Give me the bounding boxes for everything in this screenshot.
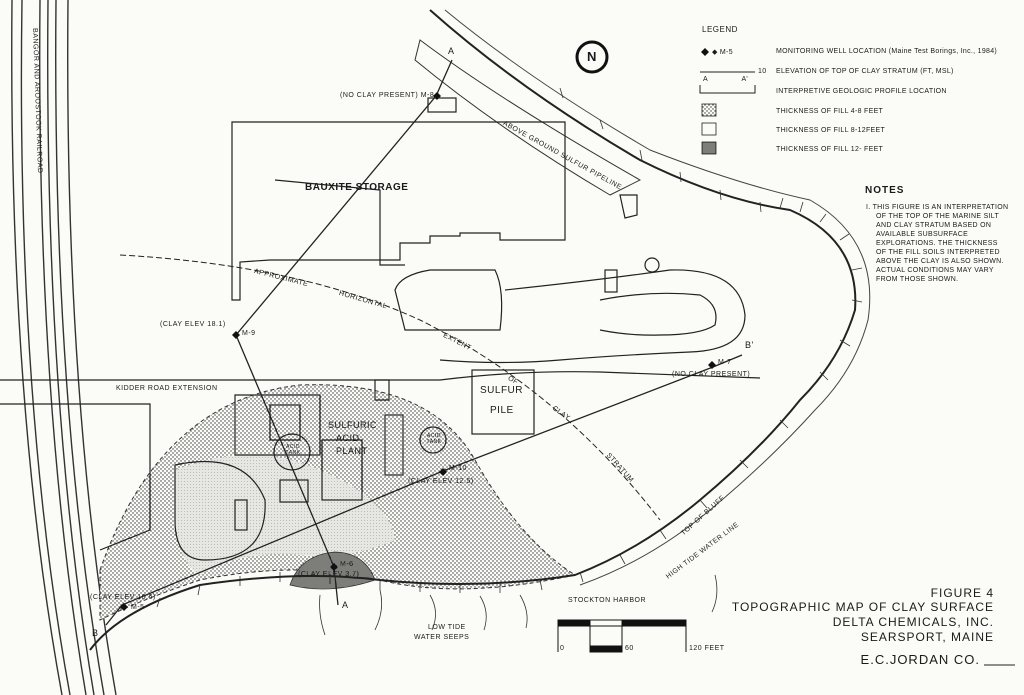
bauxite-storage-outline bbox=[231, 121, 566, 301]
notes-line: I. THIS FIGURE IS AN INTERPRETATION bbox=[866, 204, 1009, 211]
figure-location: SEARSPORT, MAINE bbox=[860, 630, 994, 644]
water-seeps bbox=[319, 574, 718, 636]
notes-text: I. THIS FIGURE IS AN INTERPRETATION OF T… bbox=[866, 203, 1008, 284]
acid-tank-label-2: ACID TANK bbox=[426, 433, 442, 445]
storage-inset bbox=[394, 269, 503, 331]
legend-item-fill-4-8: THICKNESS OF FILL 4-8 FEET bbox=[776, 108, 884, 115]
well-m6 bbox=[330, 563, 338, 571]
acid-plant-inner bbox=[269, 404, 301, 441]
seeps-label-2: WATER SEEPS bbox=[414, 634, 470, 641]
scale-120: 120 FEET bbox=[689, 645, 725, 652]
notes-line: OF THE FILL SOILS INTERPRETED bbox=[876, 249, 1000, 256]
fill-zone-12ft bbox=[289, 551, 376, 590]
sulfur-pile-label-2: PILE bbox=[490, 405, 514, 416]
acid-tank-label-1: ACID TANK bbox=[285, 444, 301, 456]
figure-title: TOPOGRAPHIC MAP OF CLAY SURFACE bbox=[731, 600, 994, 614]
scale-0: 0 bbox=[560, 645, 565, 652]
well-m7-id: M-7 bbox=[718, 359, 732, 366]
figure-number: FIGURE 4 bbox=[930, 586, 994, 600]
legend-swatch-8-12 bbox=[701, 122, 717, 136]
legend-item-well: MONITORING WELL LOCATION (Maine Test Bor… bbox=[776, 48, 998, 55]
tank-farm bbox=[174, 461, 266, 561]
well-m10-label: (CLAY ELEV 12.5) bbox=[408, 478, 474, 485]
loop-road bbox=[439, 269, 746, 364]
firm-name: E.C.JORDAN CO. bbox=[856, 652, 984, 667]
legend-swatch-4-8 bbox=[701, 103, 717, 117]
sulfuric-acid-label-1: SULFURIC bbox=[328, 420, 378, 430]
figure-client: DELTA CHEMICALS, INC. bbox=[832, 615, 994, 629]
well-m5 bbox=[120, 603, 128, 611]
bluff-hatch bbox=[156, 87, 863, 608]
loop-inner bbox=[599, 292, 717, 336]
notes-line: EXPLORATIONS. THE THICKNESS bbox=[876, 240, 998, 247]
legend-item-fill-8-12: THICKNESS OF FILL 8-12FEET bbox=[776, 127, 886, 134]
legend-symbol-profile: A A' bbox=[703, 76, 749, 83]
well-m5-elev: (CLAY ELEV 10.6) bbox=[90, 594, 156, 601]
legend-swatch-12 bbox=[701, 141, 717, 155]
site-outlines bbox=[0, 97, 761, 561]
sulfuric-acid-label-3: PLANT bbox=[336, 446, 368, 456]
notes-line: AND CLAY STRATUM BASED ON bbox=[876, 222, 992, 229]
stockton-harbor-label: STOCKTON HARBOR bbox=[568, 597, 647, 604]
well-m6-id: M-6 bbox=[340, 561, 354, 568]
scale-60: 60 bbox=[625, 645, 634, 652]
north-arrow-label: N bbox=[587, 49, 597, 64]
fill-zone-8-12ft bbox=[174, 455, 395, 575]
profile-a-top: A bbox=[448, 46, 455, 56]
profile-b-prime: B' bbox=[745, 340, 754, 350]
notes-line: ABOVE THE CLAY IS ALSO SHOWN. bbox=[876, 258, 1004, 265]
well-m10-id: M-10 bbox=[449, 465, 467, 472]
well-m8-label: (NO CLAY PRESENT) M-8 bbox=[340, 92, 435, 99]
bauxite-storage-label: BAUXITE STORAGE bbox=[305, 182, 409, 193]
well-m9-elev: (CLAY ELEV 18.1) bbox=[160, 321, 226, 328]
sulfur-pile-outline bbox=[471, 369, 535, 435]
acid-tank-1 bbox=[273, 433, 311, 471]
scale-bar bbox=[557, 619, 687, 653]
notes-line: OF THE TOP OF THE MARINE SILT bbox=[876, 213, 1000, 220]
legend-title: LEGEND bbox=[702, 25, 738, 34]
well-m9-label: M-9 bbox=[242, 330, 256, 337]
legend-symbol-well: ◆ M-5 bbox=[712, 49, 733, 56]
legend-item-profile: INTERPRETIVE GEOLOGIC PROFILE LOCATION bbox=[776, 88, 947, 95]
clay-extent-line bbox=[119, 254, 661, 521]
seeps-label-1: LOW TIDE bbox=[428, 624, 466, 631]
wells bbox=[120, 92, 716, 611]
high-tide-line bbox=[444, 9, 871, 586]
profile-a-bottom: A bbox=[342, 600, 349, 610]
kidder-road-upper bbox=[0, 371, 761, 381]
legend-item-fill-12: THICKNESS OF FILL 12- FEET bbox=[776, 146, 884, 153]
well-m7 bbox=[708, 361, 716, 369]
notes-line: AVAILABLE SUBSURFACE bbox=[876, 231, 969, 238]
legend-symbol-elevation: 10 bbox=[758, 68, 767, 75]
well-m6-label: (CLAY ELEV 3.7) bbox=[298, 571, 360, 578]
profile-b: B bbox=[92, 628, 99, 638]
notes-line: FROM THOSE SHOWN. bbox=[876, 276, 959, 283]
acid-plant-block bbox=[234, 394, 321, 456]
well-m8 bbox=[433, 92, 441, 100]
railroad-tracks bbox=[11, 0, 117, 695]
acid-tank-2 bbox=[419, 426, 447, 454]
notes-heading: NOTES bbox=[865, 185, 905, 196]
legend-item-elevation: ELEVATION OF TOP OF CLAY STRATUM (FT, MS… bbox=[776, 68, 954, 75]
north-arrow bbox=[575, 40, 609, 74]
well-m10 bbox=[439, 468, 447, 476]
bluff-line bbox=[89, 9, 857, 651]
well-m9 bbox=[232, 331, 240, 339]
kidder-road-label: KIDDER ROAD EXTENSION bbox=[116, 385, 218, 392]
sulfuric-acid-label-2: ACID bbox=[336, 433, 360, 443]
well-m7-label: (NO CLAY PRESENT) bbox=[672, 371, 751, 378]
sulfur-pile-label-1: SULFUR bbox=[480, 385, 524, 396]
well-m5-label: M-5 bbox=[131, 604, 145, 611]
notes-line: ACTUAL CONDITIONS MAY VARY bbox=[876, 267, 994, 274]
kidder-road-lower bbox=[0, 403, 151, 551]
